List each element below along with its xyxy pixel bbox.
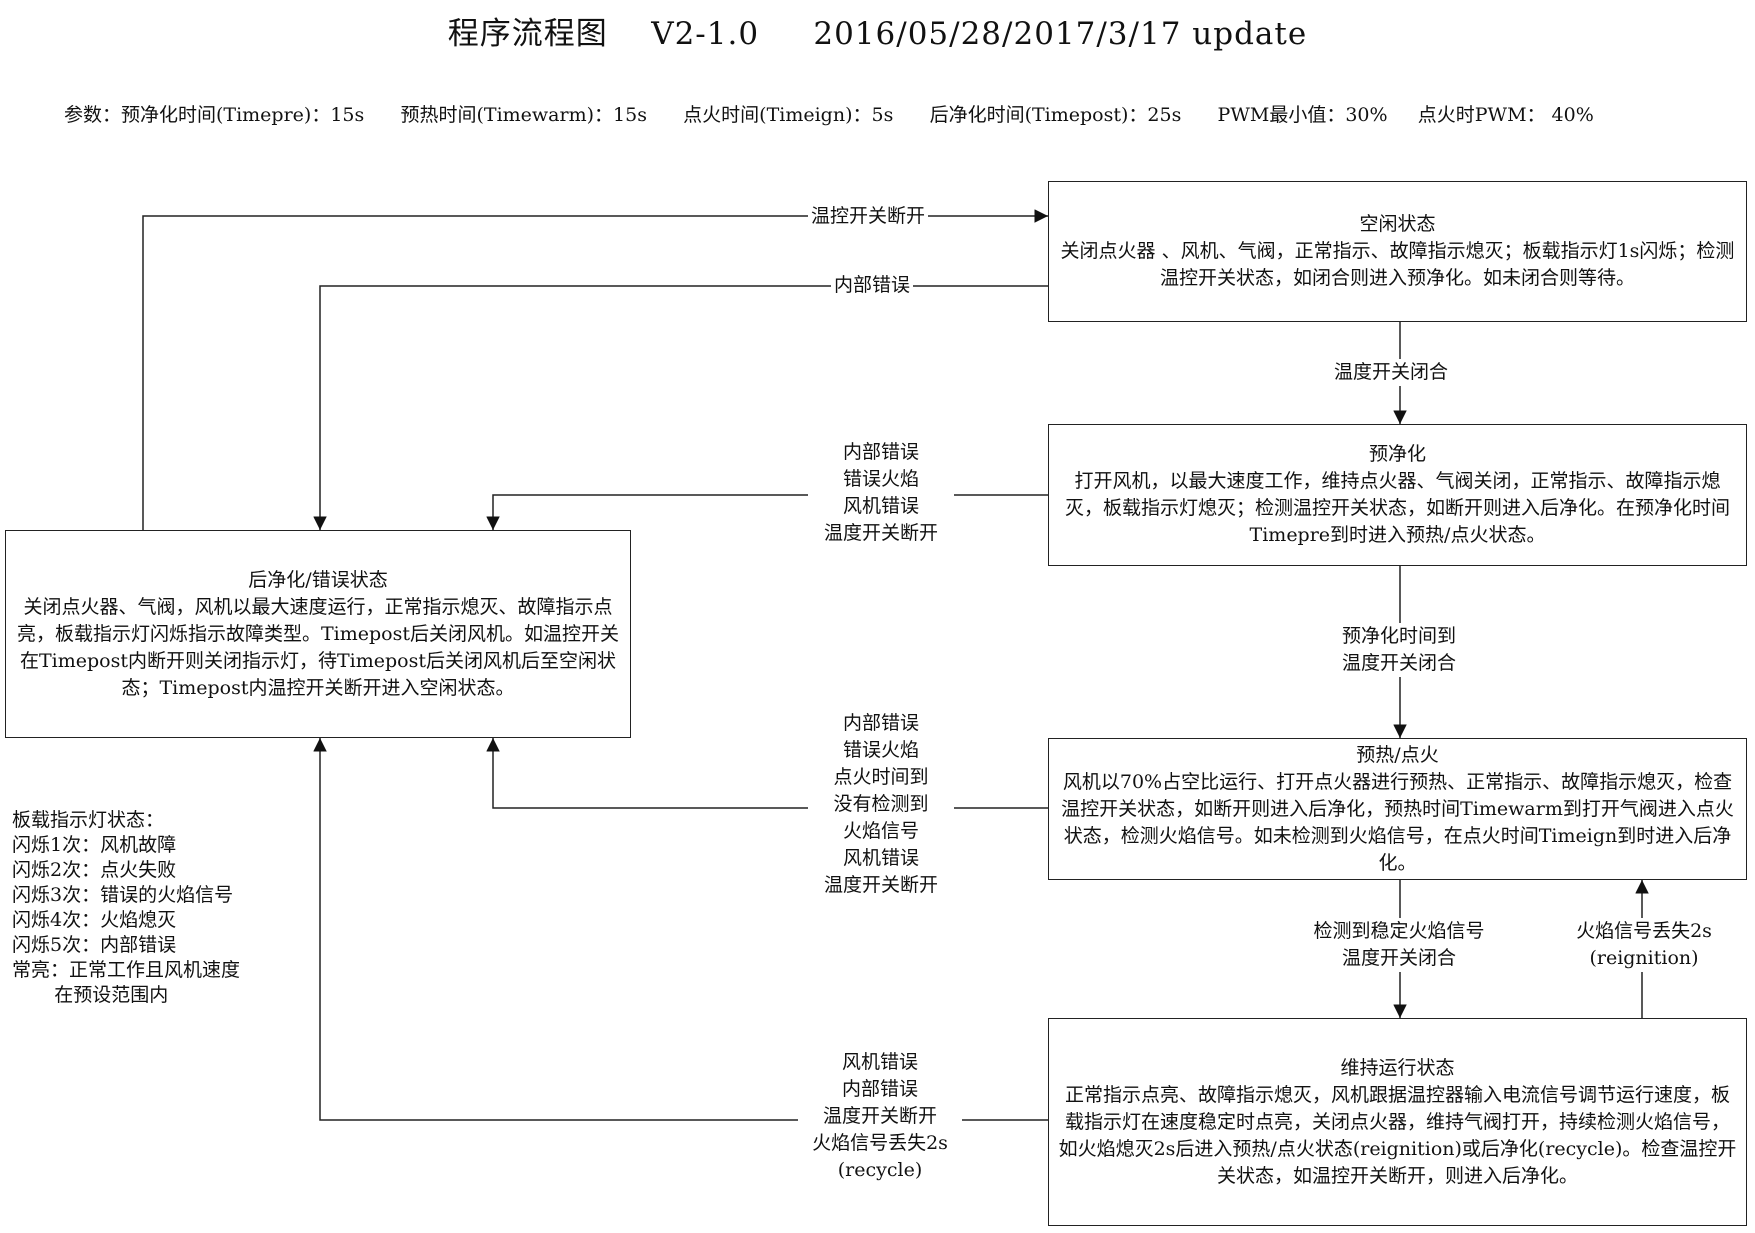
legend-title: 板载指示灯状态： xyxy=(12,809,165,831)
label-post-to-idle: 温控开关断开 xyxy=(808,203,929,230)
state-prepurge: 预净化 打开风机，以最大速度工作，维持点火器、气阀关闭，正常指示、故障指示熄灭，… xyxy=(1048,424,1747,566)
label-prepurge-to-heat: 预净化时间到 温度开关闭合 xyxy=(1331,623,1467,677)
parameter-line: 参数：预净化时间(Timepre)：15s 预热时间(Timewarm)：15s… xyxy=(64,104,1594,126)
edge-idle-to-post xyxy=(313,285,1048,530)
edge-post-to-idle xyxy=(142,209,1048,530)
label-heat-to-run: 检测到稳定火焰信号 温度开关闭合 xyxy=(1296,918,1502,972)
label-preheat-to-post: 内部错误 错误火焰 点火时间到 没有检测到 火焰信号 风机错误 温度开关断开 xyxy=(808,710,954,899)
state-postpurge-title: 后净化/错误状态 xyxy=(248,568,388,591)
state-preheat-body: 风机以70%占空比运行、打开点火器进行预热、正常指示、故障指示熄灭，检查温控开关… xyxy=(1061,770,1734,874)
label-run-to-heat: 火焰信号丢失2s (reignition) xyxy=(1566,918,1722,972)
state-prepurge-body: 打开风机，以最大速度工作，维持点火器、气阀关闭，正常指示、故障指示熄灭，板载指示… xyxy=(1064,470,1730,546)
label-idle-to-post: 内部错误 xyxy=(831,272,914,299)
state-postpurge-body: 关闭点火器、气阀，风机以最大速度运行，正常指示熄灭、故障指示点亮，板载指示灯闪烁… xyxy=(17,595,619,699)
state-running-title: 维持运行状态 xyxy=(1340,1056,1455,1079)
label-idle-to-prepurge: 温度开关闭合 xyxy=(1331,359,1452,386)
label-prepurge-to-post: 内部错误 错误火焰 风机错误 温度开关断开 xyxy=(808,439,954,547)
state-preheat-title: 预热/点火 xyxy=(1356,743,1439,766)
state-postpurge: 后净化/错误状态 关闭点火器、气阀，风机以最大速度运行，正常指示熄灭、故障指示点… xyxy=(5,530,631,738)
label-running-to-post: 风机错误 内部错误 温度开关断开 火焰信号丢失2s (recycle) xyxy=(798,1049,962,1184)
state-running: 维持运行状态 正常指示点亮、故障指示熄灭，风机跟据温控器输入电流信号调节运行速度… xyxy=(1048,1018,1747,1226)
state-preheat: 预热/点火 风机以70%占空比运行、打开点火器进行预热、正常指示、故障指示熄灭，… xyxy=(1048,738,1747,880)
state-idle-body: 关闭点火器 、风机、气阀，正常指示、故障指示熄灭；板载指示灯1s闪烁；检测温控开… xyxy=(1060,240,1735,289)
legend-item: 常亮：正常工作且风机速度 xyxy=(12,959,241,981)
edge-preheat-to-post xyxy=(486,738,1048,809)
legend-item: 闪烁3次：错误的火焰信号 xyxy=(12,884,234,906)
diagram-title: 程序流程图 V2-1.0 2016/05/28/2017/3/17 update xyxy=(447,16,1308,52)
legend-item: 闪烁5次：内部错误 xyxy=(12,934,177,956)
state-prepurge-title: 预净化 xyxy=(1368,443,1426,465)
legend-item: 闪烁4次：火焰熄灭 xyxy=(12,909,177,931)
state-running-body: 正常指示点亮、故障指示熄灭，风机跟据温控器输入电流信号调节运行速度，板载指示灯在… xyxy=(1058,1083,1737,1187)
state-idle: 空闲状态 关闭点火器 、风机、气阀，正常指示、故障指示熄灭；板载指示灯1s闪烁；… xyxy=(1048,181,1747,322)
legend-item: 闪烁2次：点火失败 xyxy=(12,859,177,881)
edge-prepurge-to-post xyxy=(486,494,1048,530)
indicator-legend: 板载指示灯状态： 闪烁1次：风机故障 闪烁2次：点火失败 闪烁3次：错误的火焰信… xyxy=(12,808,240,1008)
state-idle-title: 空闲状态 xyxy=(1359,213,1436,235)
legend-item: 在预设范围内 xyxy=(12,984,169,1006)
legend-item: 闪烁1次：风机故障 xyxy=(12,834,177,856)
